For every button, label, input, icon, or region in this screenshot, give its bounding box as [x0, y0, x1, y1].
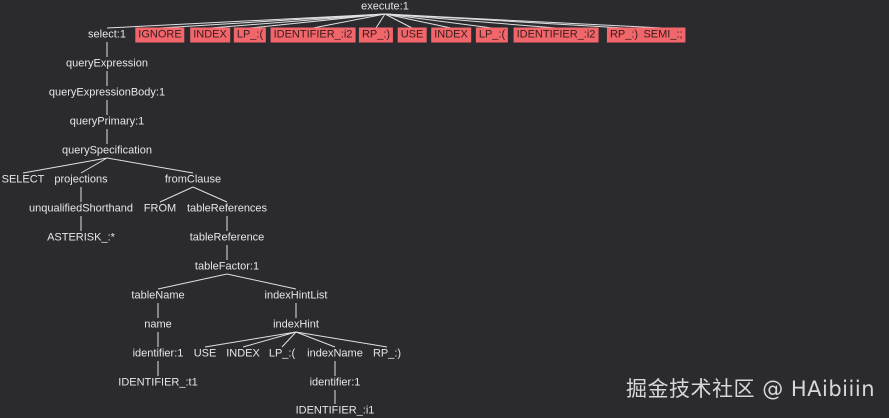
tree-edge [312, 13, 386, 29]
tree-edge [384, 13, 413, 29]
tree-node: querySpecification [62, 144, 152, 157]
tree-edge [106, 13, 386, 29]
tree-edge [159, 13, 386, 29]
tree-edge [281, 331, 297, 348]
tree-node: INDEX [226, 347, 260, 360]
tree-node: indexHint [273, 318, 319, 331]
error-node: INDEX [431, 27, 471, 43]
tree-node: identifier:1 [309, 376, 361, 389]
error-node: USE [397, 27, 427, 43]
tree-node: unqualifiedShorthand [29, 202, 133, 215]
tree-edge [22, 157, 108, 174]
tree-node: select:1 [88, 28, 126, 41]
tree-edge [192, 186, 228, 203]
error-node: INDEX [190, 27, 230, 43]
tree-edge [106, 157, 194, 174]
tree-node: queryExpressionBody:1 [48, 86, 166, 99]
error-node: LP_:( [475, 27, 509, 43]
error-node: RP_:) [358, 27, 394, 43]
tree-node: USE [193, 347, 217, 360]
tree-edge [80, 157, 108, 174]
tree-node: tableReference [189, 231, 265, 244]
tree-edge [384, 13, 452, 29]
tree-node: tableReferences [186, 202, 268, 215]
tree-edge [226, 273, 297, 290]
tree-edge [204, 331, 297, 348]
tree-node: IDENTIFIER_:i1 [295, 404, 375, 417]
tree-node: name [144, 318, 172, 331]
tree-node: identifier:1 [132, 347, 184, 360]
tree-edge [242, 331, 297, 348]
tree-node: indexHintList [264, 289, 328, 302]
watermark: 掘金技术社区 @ HAibiiin [626, 377, 875, 401]
error-node: RP_:) [606, 27, 642, 43]
tree-node: queryExpression [66, 57, 148, 70]
tree-node: indexName [307, 347, 363, 360]
tree-node: LP_:( [268, 347, 296, 360]
tree-node: execute:1 [361, 0, 409, 13]
tree-edge [384, 13, 664, 29]
tree-node: tableFactor:1 [194, 260, 260, 273]
error-node: IDENTIFIER_:i2 [270, 27, 356, 43]
tree-edge [249, 13, 386, 29]
error-node: IDENTIFIER_:i2 [513, 27, 599, 43]
tree-edge [384, 13, 557, 29]
error-node: IGNORE [135, 27, 185, 43]
tree-node: ASTERISK_:* [47, 231, 115, 244]
tree-node: FROM [143, 202, 177, 215]
tree-edge [159, 186, 194, 203]
tree-node: RP_:) [372, 347, 402, 360]
tree-node: queryPrimary:1 [69, 115, 145, 128]
tree-node: projections [54, 173, 108, 186]
tree-edge [157, 273, 228, 290]
tree-node: SELECT [1, 173, 45, 186]
tree-node: fromClause [164, 173, 222, 186]
tree-node: IDENTIFIER_:t1 [118, 376, 198, 389]
tree-edge [295, 331, 388, 348]
tree-edge [384, 13, 493, 29]
error-node: SEMI_:; [640, 27, 686, 43]
error-node: LP_:( [233, 27, 267, 43]
tree-edge [209, 13, 386, 29]
tree-edge [375, 13, 386, 29]
tree-edge [295, 331, 336, 348]
tree-node: tableName [131, 289, 185, 302]
